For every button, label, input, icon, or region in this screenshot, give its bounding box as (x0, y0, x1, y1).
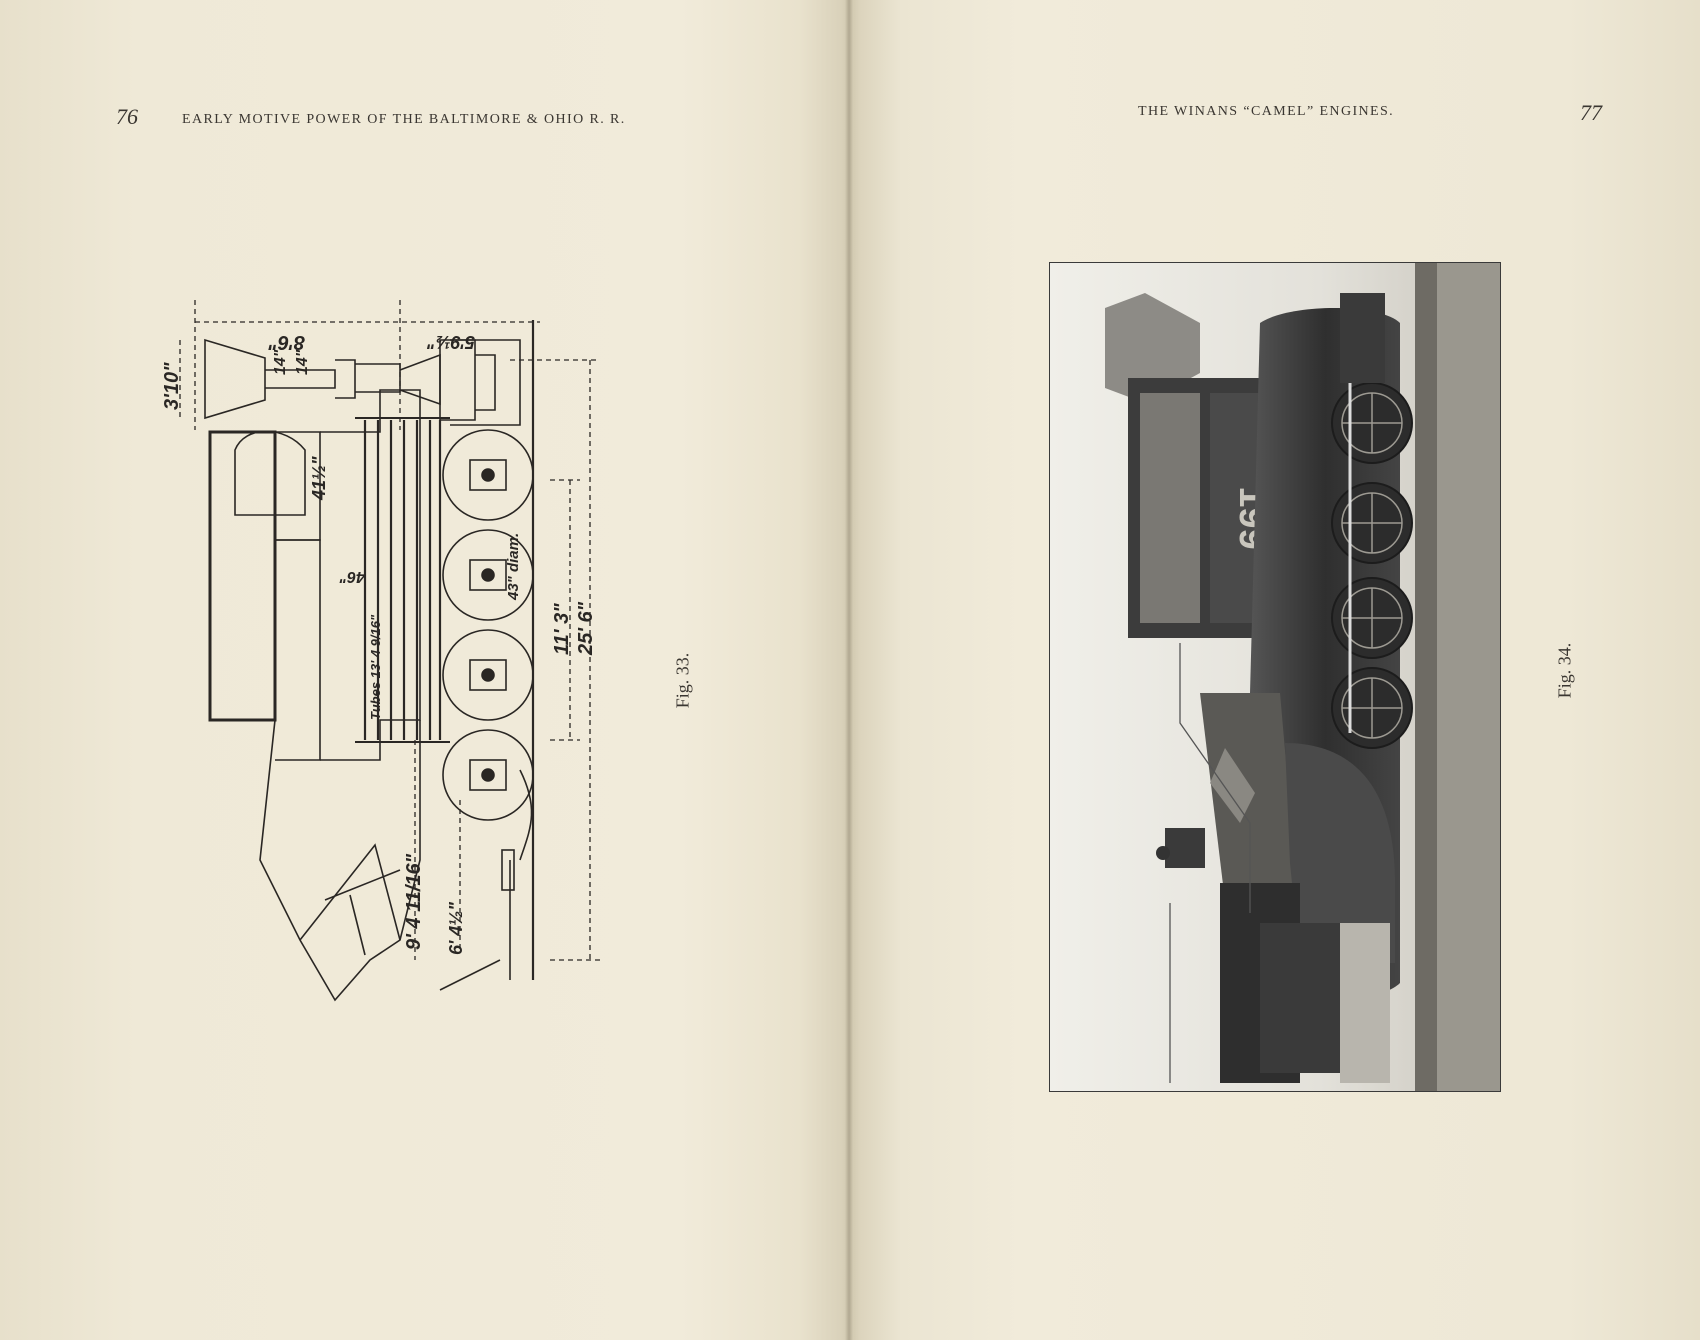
fig-34-caption: Fig. 34. (1554, 642, 1575, 699)
right-running-head: THE WINANS “CAMEL” ENGINES. (1138, 104, 1395, 119)
fig-33-caption: Fig. 33. (672, 652, 693, 709)
dim-46in: 46" (339, 568, 366, 585)
dim-3ft10: 3'10" (161, 362, 183, 410)
locomotive-elevation-drawing: 3'10" 8'6" 5'9½" 14" 14" 41½" 46" 43" di… (161, 300, 600, 1002)
dim-6ft4: 6' 4½" (446, 902, 466, 955)
dim-41half: 41½" (309, 456, 329, 501)
dim-14in-b: 14" (294, 349, 311, 375)
dim-8ft6: 8'6" (268, 331, 305, 353)
book-gutter (845, 0, 853, 1340)
left-page-number: 76 (116, 104, 138, 129)
left-running-head: EARLY MOTIVE POWER OF THE BALTIMORE & OH… (182, 112, 626, 127)
dim-43diam: 43" diam. (505, 533, 522, 601)
dim-9ft4: 9' 4 11/16" (403, 853, 425, 950)
dim-11ft3: 11' 3" (551, 603, 573, 655)
locomotive-photograph: 199 (1049, 262, 1501, 1092)
dim-5ft9: 5'9½" (427, 332, 475, 352)
locomotive-photo-image: 199 (1050, 263, 1500, 1091)
dim-14in-a: 14" (272, 349, 289, 375)
dim-tubes: Tubes 13' 4 9/16" (368, 614, 383, 720)
dim-25ft6: 25' 6" (575, 601, 597, 656)
right-page-number: 77 (1580, 100, 1602, 125)
